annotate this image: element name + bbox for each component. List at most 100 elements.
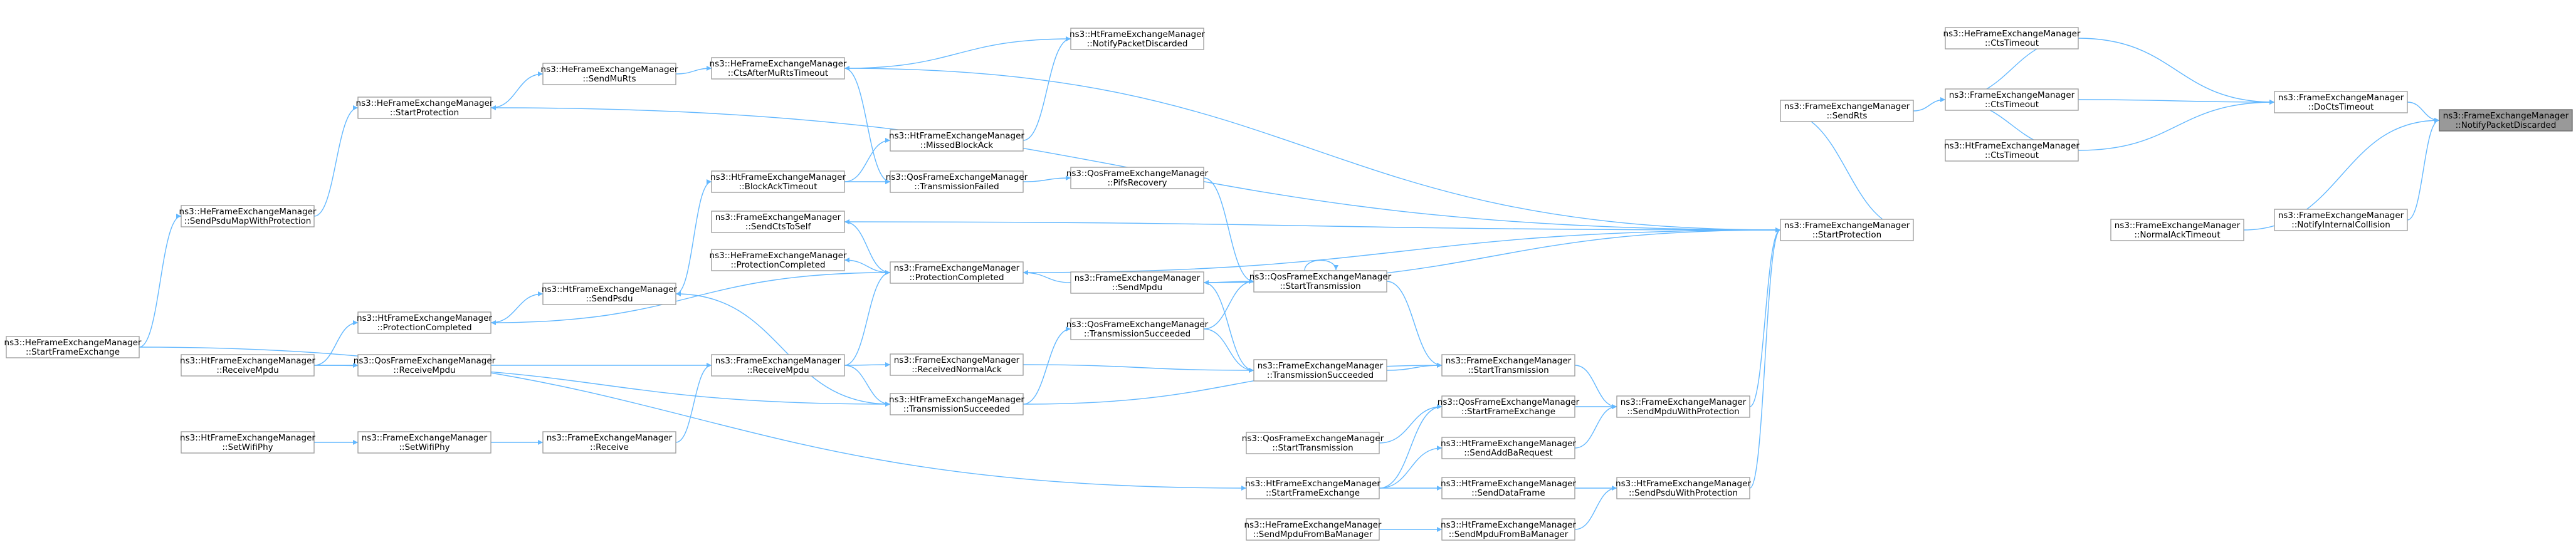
node-he_sendpsdumap[interactable]: ns3::HeFrameExchangeManager::SendPsduMap… — [179, 205, 317, 227]
call-edge-ht_recvmpdu-to-ht_protcomp — [313, 320, 359, 366]
node-box — [1070, 167, 1204, 189]
node-ht_setwifiphy[interactable]: ns3::HtFrameExchangeManager::SetWifiPhy — [180, 431, 315, 454]
node-box — [890, 393, 1024, 415]
node-class-label: ns3::FrameExchangeManager — [2278, 93, 2404, 103]
node-ht_startfe[interactable]: ns3::HtFrameExchangeManager::StartFrameE… — [1245, 477, 1380, 499]
node-he_startprot[interactable]: ns3::HeFrameExchangeManager::StartProtec… — [356, 96, 493, 119]
node-qos_txsucc[interactable]: ns3::QosFrameExchangeManager::Transmissi… — [1066, 318, 1209, 340]
node-normalack[interactable]: ns3::FrameExchangeManager::NormalAckTime… — [2110, 219, 2244, 241]
node-box — [542, 283, 676, 305]
call-edge-fem_startprot-to-fem_sendcts — [844, 219, 1781, 231]
node-he_cts[interactable]: ns3::HeFrameExchangeManager::CtsTimeout — [1943, 27, 2081, 50]
node-method-label: ::SetWifiPhy — [399, 442, 449, 452]
node-method-label: ::StartTransmission — [1468, 365, 1548, 375]
node-method-label: ::TransmissionSucceeded — [1267, 370, 1374, 380]
node-box — [1253, 270, 1387, 293]
call-edge-he_ctsafter-to-ht_notifydisc — [844, 36, 1071, 69]
node-method-label: ::StartFrameExchange — [26, 347, 120, 357]
node-fem_cts[interactable]: ns3::FrameExchangeManager::CtsTimeout — [1945, 88, 2079, 111]
call-edge-ht_sendmpdufromba-to-ht_sendpsduwp — [1574, 486, 1617, 530]
node-box — [357, 96, 492, 119]
node-class-label: ns3::QosFrameExchangeManager — [1066, 169, 1209, 179]
node-qos_starttx[interactable]: ns3::QosFrameExchangeManager::StartTrans… — [1249, 270, 1392, 293]
node-fem_starttx[interactable]: ns3::FrameExchangeManager::StartTransmis… — [1441, 354, 1575, 377]
node-class-label: ns3::HeFrameExchangeManager — [179, 207, 317, 217]
call-edge-he_cts-to-docts — [2078, 38, 2275, 105]
node-fem_recvnormalack[interactable]: ns3::FrameExchangeManager::ReceivedNorma… — [890, 353, 1024, 376]
node-he_sendmpdufromba[interactable]: ns3::HeFrameExchangeManager::SendMpduFro… — [1244, 518, 1382, 541]
node-qos_startfe[interactable]: ns3::QosFrameExchangeManager::StartFrame… — [1438, 395, 1580, 418]
node-ht_recvmpdu[interactable]: ns3::HtFrameExchangeManager::ReceiveMpdu — [180, 354, 315, 377]
node-he_protcomp[interactable]: ns3::HeFrameExchangeManager::ProtectionC… — [710, 249, 847, 271]
node-docts[interactable]: ns3::FrameExchangeManager::DoCtsTimeout — [2274, 91, 2408, 113]
node-fem_receive[interactable]: ns3::FrameExchangeManager::Receive — [542, 431, 676, 454]
node-class-label: ns3::HeFrameExchangeManager — [356, 98, 493, 108]
node-box — [1616, 477, 1750, 499]
node-method-label: ::SetWifiPhy — [222, 442, 273, 452]
node-fem_sendmpdu[interactable]: ns3::FrameExchangeManager::SendMpdu — [1070, 271, 1204, 294]
node-method-label: ::StartProtection — [1812, 230, 1881, 240]
node-he_startfe[interactable]: ns3::HeFrameExchangeManager::StartFrameE… — [4, 336, 142, 358]
node-class-label: ns3::HtFrameExchangeManager — [1441, 479, 1576, 489]
node-he_sendmurts[interactable]: ns3::HeFrameExchangeManager::SendMuRts — [541, 63, 678, 85]
node-fem_recvmpdu[interactable]: ns3::FrameExchangeManager::ReceiveMpdu — [711, 354, 845, 377]
node-fem_txsucc[interactable]: ns3::FrameExchangeManager::TransmissionS… — [1253, 359, 1387, 382]
node-class-label: ns3::HeFrameExchangeManager — [710, 59, 847, 69]
node-ht_txsucc[interactable]: ns3::HtFrameExchangeManager::Transmissio… — [889, 393, 1024, 415]
node-method-label: ::SendMpduWithProtection — [1627, 407, 1739, 417]
node-fem_startprot[interactable]: ns3::FrameExchangeManager::StartProtecti… — [1780, 219, 1914, 241]
node-he_ctsafter[interactable]: ns3::HeFrameExchangeManager::CtsAfterMuR… — [710, 57, 847, 80]
call-edge-he_startprot-to-he_sendmurts — [490, 71, 544, 108]
node-ht_notifydisc[interactable]: ns3::HtFrameExchangeManager::NotifyPacke… — [1070, 28, 1205, 50]
node-fem_sendcts[interactable]: ns3::FrameExchangeManager::SendCtsToSelf — [711, 211, 845, 233]
node-method-label: ::NotifyInternalCollision — [2291, 220, 2390, 230]
node-method-label: ::MissedBlockAck — [920, 140, 993, 150]
call-edge-fem_receive-to-fem_recvmpdu — [675, 363, 712, 443]
node-fem_protcomp[interactable]: ns3::FrameExchangeManager::ProtectionCom… — [890, 261, 1024, 284]
node-ht_sendpsdu[interactable]: ns3::HtFrameExchangeManager::SendPsdu — [542, 283, 677, 305]
node-ht_missedba[interactable]: ns3::HtFrameExchangeManager::MissedBlock… — [889, 129, 1024, 152]
node-method-label: ::NormalAckTimeout — [2134, 230, 2220, 240]
node-box — [711, 170, 845, 193]
call-edge-he_sendmurts-to-he_ctsafter — [675, 66, 712, 75]
node-fem_sendmpduwp[interactable]: ns3::FrameExchangeManager::SendMpduWithP… — [1616, 395, 1750, 418]
node-box — [1070, 318, 1204, 340]
node-root[interactable]: ns3::FrameExchangeManager::NotifyPacketD… — [2439, 109, 2573, 132]
node-ht_cts[interactable]: ns3::HtFrameExchangeManager::CtsTimeout — [1944, 139, 2079, 162]
node-method-label: ::SendPsdu — [586, 294, 633, 304]
node-sendrts[interactable]: ns3::FrameExchangeManager::SendRts — [1780, 100, 1914, 122]
call-edge-ht_startfe-to-ht_sendaddba — [1379, 446, 1443, 489]
node-method-label: ::StartProtection — [390, 108, 459, 118]
node-box — [711, 249, 845, 271]
node-box — [6, 336, 140, 358]
node-method-label: ::SendCtsToSelf — [745, 222, 812, 232]
call-edge-ht_cts-to-docts — [2078, 100, 2275, 151]
node-box — [2274, 209, 2408, 231]
node-method-label: ::TransmissionSucceeded — [1084, 329, 1191, 339]
call-edge-fem_protcomp-to-fem_sendcts — [844, 219, 891, 273]
node-box — [2110, 219, 2244, 241]
node-ht_batimeout[interactable]: ns3::HtFrameExchangeManager::BlockAckTim… — [710, 170, 846, 193]
node-fem_setwifiphy[interactable]: ns3::FrameExchangeManager::SetWifiPhy — [357, 431, 492, 454]
node-qos_starttx2[interactable]: ns3::QosFrameExchangeManager::StartTrans… — [1242, 432, 1384, 454]
node-box — [181, 431, 315, 454]
node-ht_sendaddba[interactable]: ns3::HtFrameExchangeManager::SendAddBaRe… — [1441, 437, 1576, 459]
node-ht_sendpsduwp[interactable]: ns3::HtFrameExchangeManager::SendPsduWit… — [1616, 477, 1751, 499]
node-box — [1070, 271, 1204, 294]
node-qos_txfailed[interactable]: ns3::QosFrameExchangeManager::Transmissi… — [886, 170, 1028, 193]
call-edge-fem_cts-to-docts — [2078, 99, 2275, 105]
node-box — [1945, 27, 2079, 50]
node-ht_senddata[interactable]: ns3::HtFrameExchangeManager::SendDataFra… — [1441, 477, 1576, 499]
node-method-label: ::TransmissionFailed — [914, 182, 999, 192]
node-notifyinternal[interactable]: ns3::FrameExchangeManager::NotifyInterna… — [2274, 209, 2408, 231]
node-method-label: ::StartTransmission — [1272, 443, 1353, 453]
node-ht_sendmpdufromba[interactable]: ns3::HtFrameExchangeManager::SendMpduFro… — [1441, 518, 1576, 541]
node-qos_pifs[interactable]: ns3::QosFrameExchangeManager::PifsRecove… — [1066, 167, 1209, 189]
call-edge-qos_txsucc-to-fem_txsucc — [1203, 328, 1254, 373]
node-qos_recvmpdu[interactable]: ns3::QosFrameExchangeManager::ReceiveMpd… — [354, 354, 496, 377]
node-box — [181, 354, 315, 377]
call-edge-fem_recvmpdu-to-fem_protcomp — [844, 270, 891, 366]
call-edge-qos_starttx-to-fem_starttx — [1386, 281, 1443, 368]
node-ht_protcomp[interactable]: ns3::HtFrameExchangeManager::ProtectionC… — [357, 311, 492, 334]
call-edge-qos_pifs-to-qos_starttx — [1203, 177, 1254, 284]
